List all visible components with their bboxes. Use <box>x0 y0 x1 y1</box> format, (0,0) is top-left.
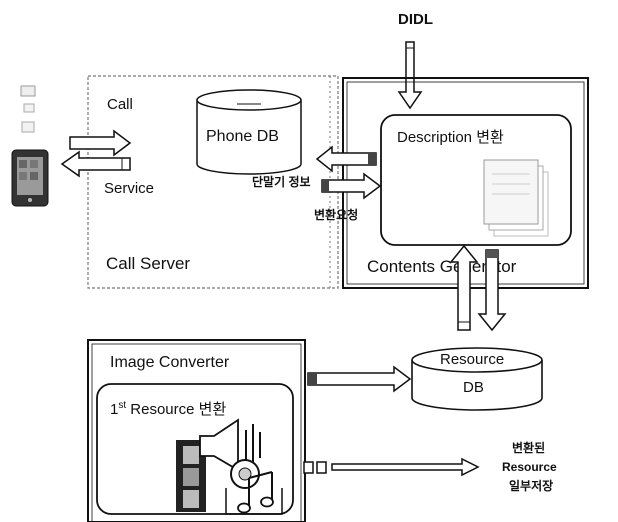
service-arrow <box>60 150 131 178</box>
resource-db-label-2: DB <box>463 379 484 396</box>
didl-arrow <box>397 41 423 110</box>
down-arrow-to-resource-db <box>477 249 507 332</box>
image-converter-box <box>87 339 306 522</box>
converted-label-3: 일부저장 <box>509 478 553 493</box>
convert-request-label: 변환요청 <box>314 207 358 222</box>
document-stack-icon <box>483 159 549 237</box>
device-info-label: 단말기 정보 <box>252 174 311 189</box>
first-resource-label: 1st Resource 변환 <box>110 400 226 418</box>
image-to-resource-arrow <box>307 365 412 393</box>
description-label: Description 변환 <box>397 129 504 146</box>
speaker-icon <box>199 418 261 472</box>
didl-label: DIDL <box>398 11 433 28</box>
call-arrow <box>69 129 132 157</box>
partial-storage-arrow <box>303 457 480 477</box>
phone-db-cylinder <box>196 89 302 175</box>
resource-db-label-1: Resource <box>440 351 504 368</box>
small-device-icon <box>20 85 36 133</box>
resource-db-cylinder <box>411 347 543 411</box>
up-arrow-to-description <box>449 244 479 331</box>
call-label: Call <box>107 96 133 113</box>
converted-label-1: 변환된 <box>512 440 545 455</box>
contents-generator-title: Contents Generator <box>367 257 517 276</box>
call-server-title: Call Server <box>106 254 190 273</box>
service-label: Service <box>104 180 154 197</box>
converted-label-2: Resource <box>502 460 557 474</box>
mobile-phone-icon <box>11 149 49 207</box>
device-info-arrow <box>315 145 377 173</box>
convert-request-arrow <box>321 172 382 200</box>
music-note-icon <box>225 459 283 515</box>
image-converter-title: Image Converter <box>110 354 230 371</box>
phone-db-label: Phone DB <box>206 128 279 145</box>
